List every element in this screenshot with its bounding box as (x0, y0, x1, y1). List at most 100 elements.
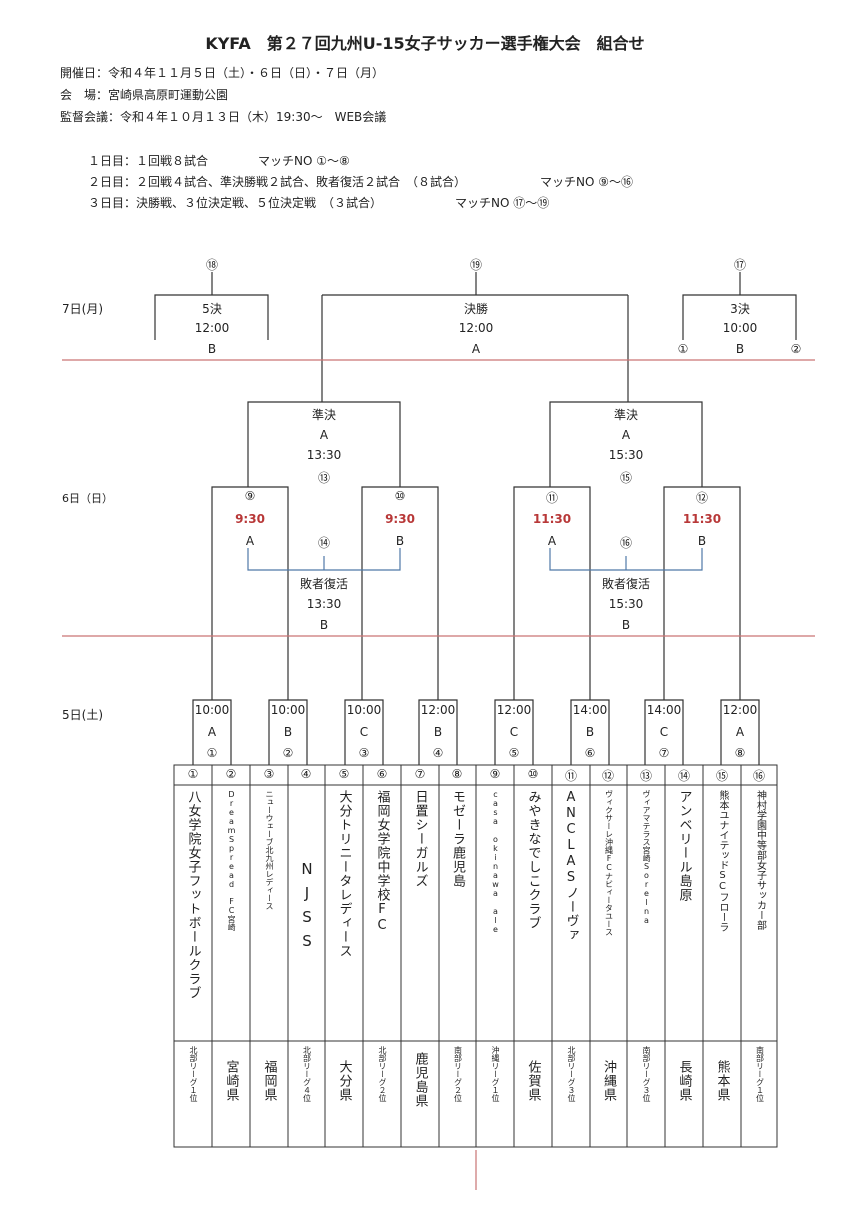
team-pref-cell: 南部リーグ１位 (742, 1046, 777, 1144)
team-pref-cell: 南部リーグ２位 (440, 1046, 475, 1144)
team-name-cell: ANCLASノーヴァ (553, 790, 589, 1038)
semi-left-time: 13:30 (306, 448, 342, 462)
team-name: 熊本ユナイテッドSCフローラ (717, 790, 728, 932)
team-pref-cell: 北部リーグ２位 (364, 1046, 400, 1144)
team-pref-cell: 沖縄リーグ１位 (477, 1046, 513, 1144)
r1-match-no: ① (206, 746, 218, 760)
team-name-cell: 日置シーガルズ (402, 790, 438, 1038)
team-name: 神村学園中等部女子サッカー部 (754, 790, 766, 930)
team-no: ③ (263, 767, 275, 781)
r1-court: C (659, 725, 669, 739)
third-place-time: 10:00 (722, 321, 758, 335)
team-pref-cell: 長崎県 (666, 1060, 702, 1144)
consolation-left-court: B (319, 618, 329, 632)
r1-time: 12:00 (722, 703, 758, 717)
r1-time: 14:00 (646, 703, 682, 717)
fifth-place-court: B (207, 342, 217, 356)
team-name-cell: ヴィアマテラス宮崎Sorelna (628, 790, 664, 1038)
schedule-day3-match: マッチNO ⑰～⑲ (455, 196, 550, 210)
team-name: 福岡女学院中学校FC (374, 790, 390, 934)
info-meeting: 監督会議：令和４年１０月１３日（木）19:30～ WEB会議 (60, 110, 387, 124)
team-pref-cell: 鹿児島県 (402, 1052, 438, 1144)
team-name: ANCLASノーヴァ (563, 790, 579, 942)
team-no: ⑭ (677, 769, 691, 783)
third-place-left-seed: ① (677, 342, 689, 356)
team-pref: 鹿児島県 (412, 1052, 428, 1108)
team-no: ① (187, 767, 199, 781)
team-pref-cell: 宮崎県 (213, 1060, 249, 1144)
page-title: KYFA 第２７回九州U-15女子サッカー選手権大会 組合せ (205, 34, 645, 53)
team-pref: 佐賀県 (525, 1060, 541, 1102)
team-name-cell: 福岡女学院中学校FC (364, 790, 400, 1038)
r1-court: C (509, 725, 519, 739)
team-name-cell: ヴィクサーレ沖縄FCナビィータユース (591, 790, 626, 1038)
schedule-day3: ３日目：決勝戦、３位決定戦、５位決定戦 （３試合） (88, 196, 383, 210)
r2-court: B (697, 534, 707, 548)
team-pref-cell: 大分県 (326, 1060, 362, 1144)
r1-time: 12:00 (496, 703, 532, 717)
team-pref: 沖縄リーグ１位 (491, 1046, 500, 1102)
semi-left-label: 準決 (311, 408, 337, 422)
r2-time: 11:30 (682, 512, 722, 526)
team-no: ⑯ (752, 769, 766, 783)
team-name: みやきなでしこクラブ (525, 790, 541, 930)
r1-court: A (735, 725, 745, 739)
third-place-label: 3決 (730, 302, 750, 316)
team-name-cell: 神村学園中等部女子サッカー部 (742, 790, 777, 1038)
team-name-cell: モゼーラ鹿児島 (440, 790, 475, 1038)
team-no: ⑬ (639, 769, 653, 783)
r2-court: A (245, 534, 255, 548)
team-pref: 北部リーグ３位 (567, 1046, 576, 1102)
r1-match-no: ⑧ (734, 746, 746, 760)
team-pref-cell: 沖縄県 (591, 1060, 626, 1144)
team-no: ⑧ (451, 767, 463, 781)
team-name-cell: DreamSpread FC宮崎 (213, 790, 249, 1038)
team-no: ⑨ (489, 767, 501, 781)
r1-time: 12:00 (420, 703, 456, 717)
team-pref: 宮崎県 (223, 1060, 239, 1102)
team-name: 日置シーガルズ (412, 790, 428, 888)
r1-match-no: ③ (358, 746, 370, 760)
day-label-7: 7日(月) (62, 302, 103, 316)
r2-time: 9:30 (235, 512, 265, 526)
schedule-day1: １日目：１回戦８試合 (88, 154, 209, 168)
team-pref-cell: 北部リーグ４位 (289, 1046, 324, 1144)
team-name: DreamSpread FC宮崎 (227, 790, 236, 931)
r1-match-no: ⑤ (508, 746, 520, 760)
team-no: ⑫ (601, 769, 615, 783)
fifth-place-match-no: ⑱ (205, 258, 219, 272)
consolation-left-time: 13:30 (306, 597, 342, 611)
team-name: ヴィクサーレ沖縄FCナビィータユース (604, 790, 614, 936)
team-pref: 北部リーグ１位 (189, 1046, 198, 1102)
consolation-right-match-no: ⑯ (619, 536, 633, 550)
semi-left-court: A (319, 428, 329, 442)
team-name: モゼーラ鹿児島 (450, 790, 465, 888)
r2-match-no: ⑪ (545, 491, 559, 505)
team-name-cell: アンベリール島原 (666, 790, 702, 1038)
consolation-right-time: 15:30 (608, 597, 644, 611)
team-name: 大分トリニータレディース (336, 790, 352, 958)
team-name: ヴィアマテラス宮崎Sorelna (642, 790, 651, 925)
third-place-court: B (735, 342, 745, 356)
team-no: ⑮ (715, 769, 729, 783)
schedule-day1-match: マッチNO ①～⑧ (258, 154, 350, 168)
team-name-cell: NJSS (289, 860, 324, 1000)
r1-court: C (359, 725, 369, 739)
semi-right-label: 準決 (613, 408, 639, 422)
semi-right-time: 15:30 (608, 448, 644, 462)
consolation-left-match-no: ⑭ (317, 536, 331, 550)
team-no: ⑥ (376, 767, 388, 781)
r1-court: B (585, 725, 595, 739)
r1-match-no: ⑦ (658, 746, 670, 760)
team-name-cell: ニューウェーブ北九州レディース (251, 790, 287, 1038)
team-name: 八女学院女子フットボールクラブ (185, 790, 201, 1000)
team-name: アンベリール島原 (676, 790, 692, 902)
r1-time: 14:00 (572, 703, 608, 717)
r1-match-no: ② (282, 746, 294, 760)
semi-left-match-no: ⑬ (317, 471, 331, 485)
info-dates: 開催日：令和４年１１月５日（土）・６日（日）・７日（月） (60, 66, 385, 80)
team-name-cell: 大分トリニータレディース (326, 790, 362, 1038)
final-label: 決勝 (463, 302, 489, 316)
semi-right-court: A (621, 428, 631, 442)
